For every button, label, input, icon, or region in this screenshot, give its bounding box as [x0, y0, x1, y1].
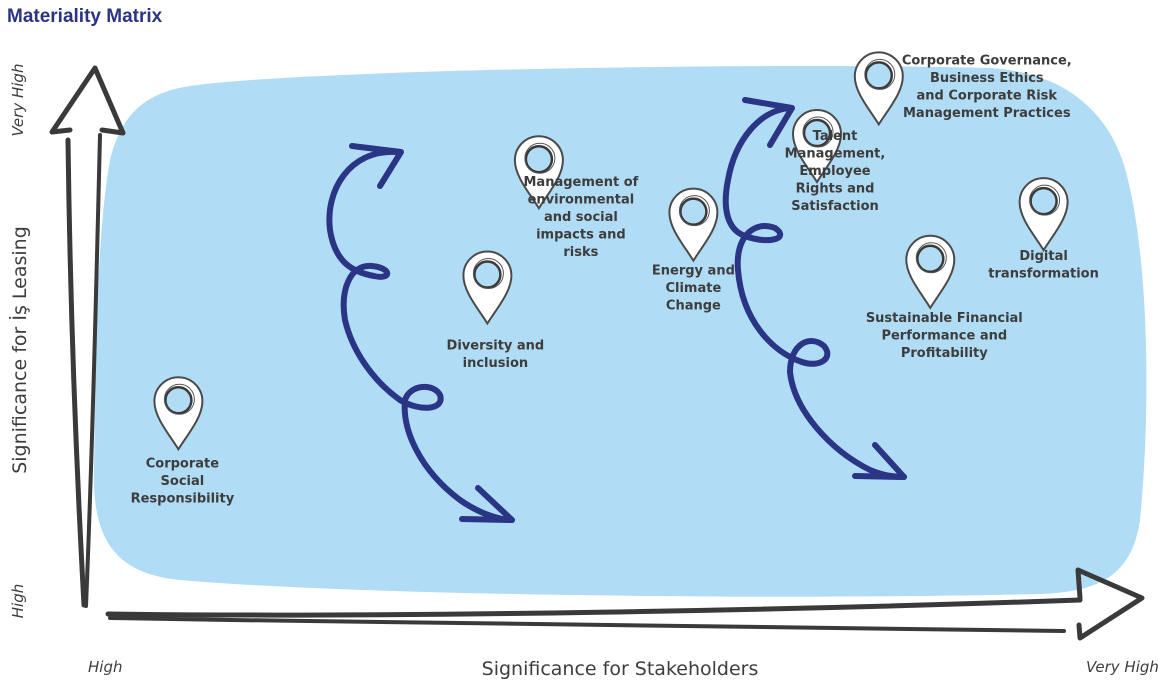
right-swirl-head — [742, 97, 907, 480]
right-swirl-arrow — [722, 105, 907, 480]
pin-ring — [164, 386, 193, 415]
y-axis-title: Significance for İş Leasing — [9, 226, 31, 474]
y-tick-high: High — [9, 583, 27, 619]
pin-ring — [802, 118, 832, 148]
pin-ring — [916, 244, 945, 274]
decorative-arrows — [326, 97, 907, 523]
matrix-background — [93, 66, 1147, 597]
pin-ring-sketch — [915, 242, 947, 274]
pin-ring — [1029, 186, 1058, 216]
y-axis-arrow — [49, 65, 126, 608]
pin-ring — [864, 61, 894, 90]
chart-title: Materiality Matrix — [7, 6, 163, 27]
x-axis-arrow — [105, 567, 1145, 641]
pin-ring-sketch — [524, 142, 556, 174]
pin-ring — [473, 260, 502, 289]
pin-ring-sketch — [472, 258, 504, 290]
left-swirl-arrow — [326, 148, 515, 523]
left-swirl-head — [349, 143, 515, 523]
pin-ring — [679, 197, 708, 226]
pin-ring-sketch — [1029, 184, 1061, 216]
pin-ring — [524, 144, 554, 174]
pin-ring-sketch — [163, 383, 195, 415]
y-tick-very-high: Very High — [9, 63, 27, 137]
x-tick-high: High — [88, 658, 123, 676]
x-tick-very-high: Very High — [1086, 658, 1158, 676]
pin-ring-sketch — [864, 58, 896, 90]
pin-ring-sketch — [678, 195, 710, 227]
pin-ring-sketch — [802, 116, 834, 148]
x-axis-title: Significance for Stakeholders — [481, 658, 759, 680]
